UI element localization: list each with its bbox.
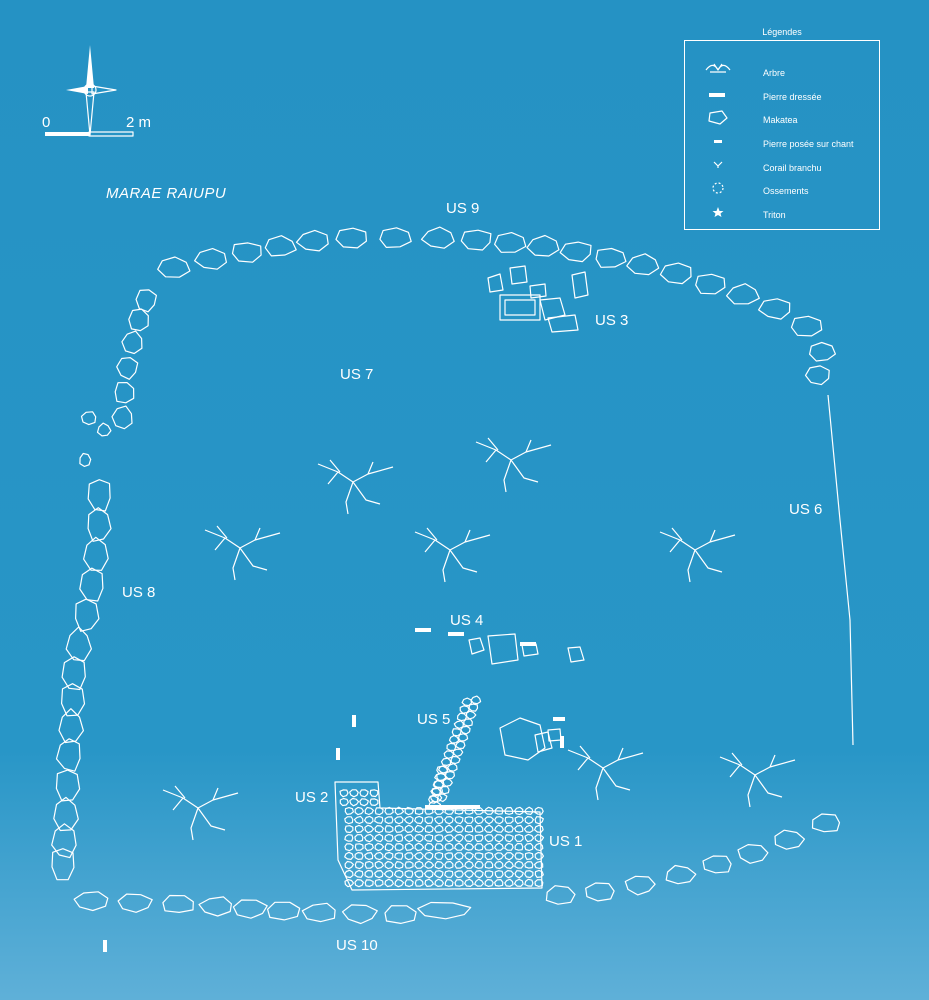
legend: Légendes Arbre Pierre dressée Makatea Pi… bbox=[684, 27, 881, 230]
us4-stones bbox=[415, 628, 585, 665]
legend-label: Corail branchu bbox=[763, 163, 822, 173]
scale-end-label: 2 m bbox=[126, 114, 152, 131]
label-us3: US 3 bbox=[595, 312, 629, 329]
us5-side-stones bbox=[336, 715, 565, 761]
label-us4: US 4 bbox=[450, 612, 484, 629]
us5-stone-column bbox=[428, 695, 482, 810]
legend-item-triton: Triton bbox=[685, 207, 881, 227]
label-us5: US 5 bbox=[417, 711, 451, 728]
north-arrow-icon bbox=[66, 45, 117, 136]
label-us7: US 7 bbox=[340, 366, 374, 383]
standing-stone-marker bbox=[103, 940, 107, 952]
label-us6: US 6 bbox=[789, 501, 823, 518]
tree-symbols bbox=[162, 437, 796, 841]
legend-title: Légendes bbox=[762, 27, 802, 37]
legend-item-arbre: Arbre bbox=[685, 65, 881, 85]
legend-label: Pierre posée sur chant bbox=[763, 139, 854, 149]
legend-item-pierre-dressee: Pierre dressée bbox=[685, 89, 881, 109]
enclosure-wall bbox=[51, 226, 841, 925]
label-us9: US 9 bbox=[446, 200, 480, 217]
standing-stone-icon bbox=[709, 93, 725, 97]
branching-coral-icon bbox=[713, 161, 723, 168]
legend-label: Ossements bbox=[763, 186, 809, 196]
label-us2: US 2 bbox=[295, 789, 329, 806]
legend-item-corail: Corail branchu bbox=[685, 160, 881, 180]
makatea-icon bbox=[708, 110, 728, 125]
site-title: MARAE RAIUPU bbox=[106, 185, 227, 202]
label-us1: US 1 bbox=[549, 833, 583, 850]
edge-set-stone-icon bbox=[714, 140, 722, 143]
us6-boundary-line bbox=[827, 394, 854, 746]
us3-structure bbox=[487, 265, 589, 333]
us1-us2-platform bbox=[334, 781, 545, 891]
label-us10: US 10 bbox=[336, 937, 378, 954]
tree-icon bbox=[705, 63, 731, 73]
legend-label: Triton bbox=[763, 210, 786, 220]
legend-item-pierre-posee: Pierre posée sur chant bbox=[685, 136, 881, 156]
bones-icon bbox=[712, 182, 724, 194]
legend-label: Arbre bbox=[763, 68, 786, 78]
legend-symbols bbox=[705, 63, 731, 217]
label-us8: US 8 bbox=[122, 584, 156, 601]
scale-bar bbox=[45, 131, 134, 137]
scale-start-label: 0 bbox=[42, 114, 51, 131]
legend-label: Pierre dressée bbox=[763, 92, 822, 102]
legend-item-makatea: Makatea bbox=[685, 112, 881, 132]
legend-item-ossements: Ossements bbox=[685, 183, 881, 203]
legend-label: Makatea bbox=[763, 115, 798, 125]
triton-icon bbox=[712, 207, 724, 217]
